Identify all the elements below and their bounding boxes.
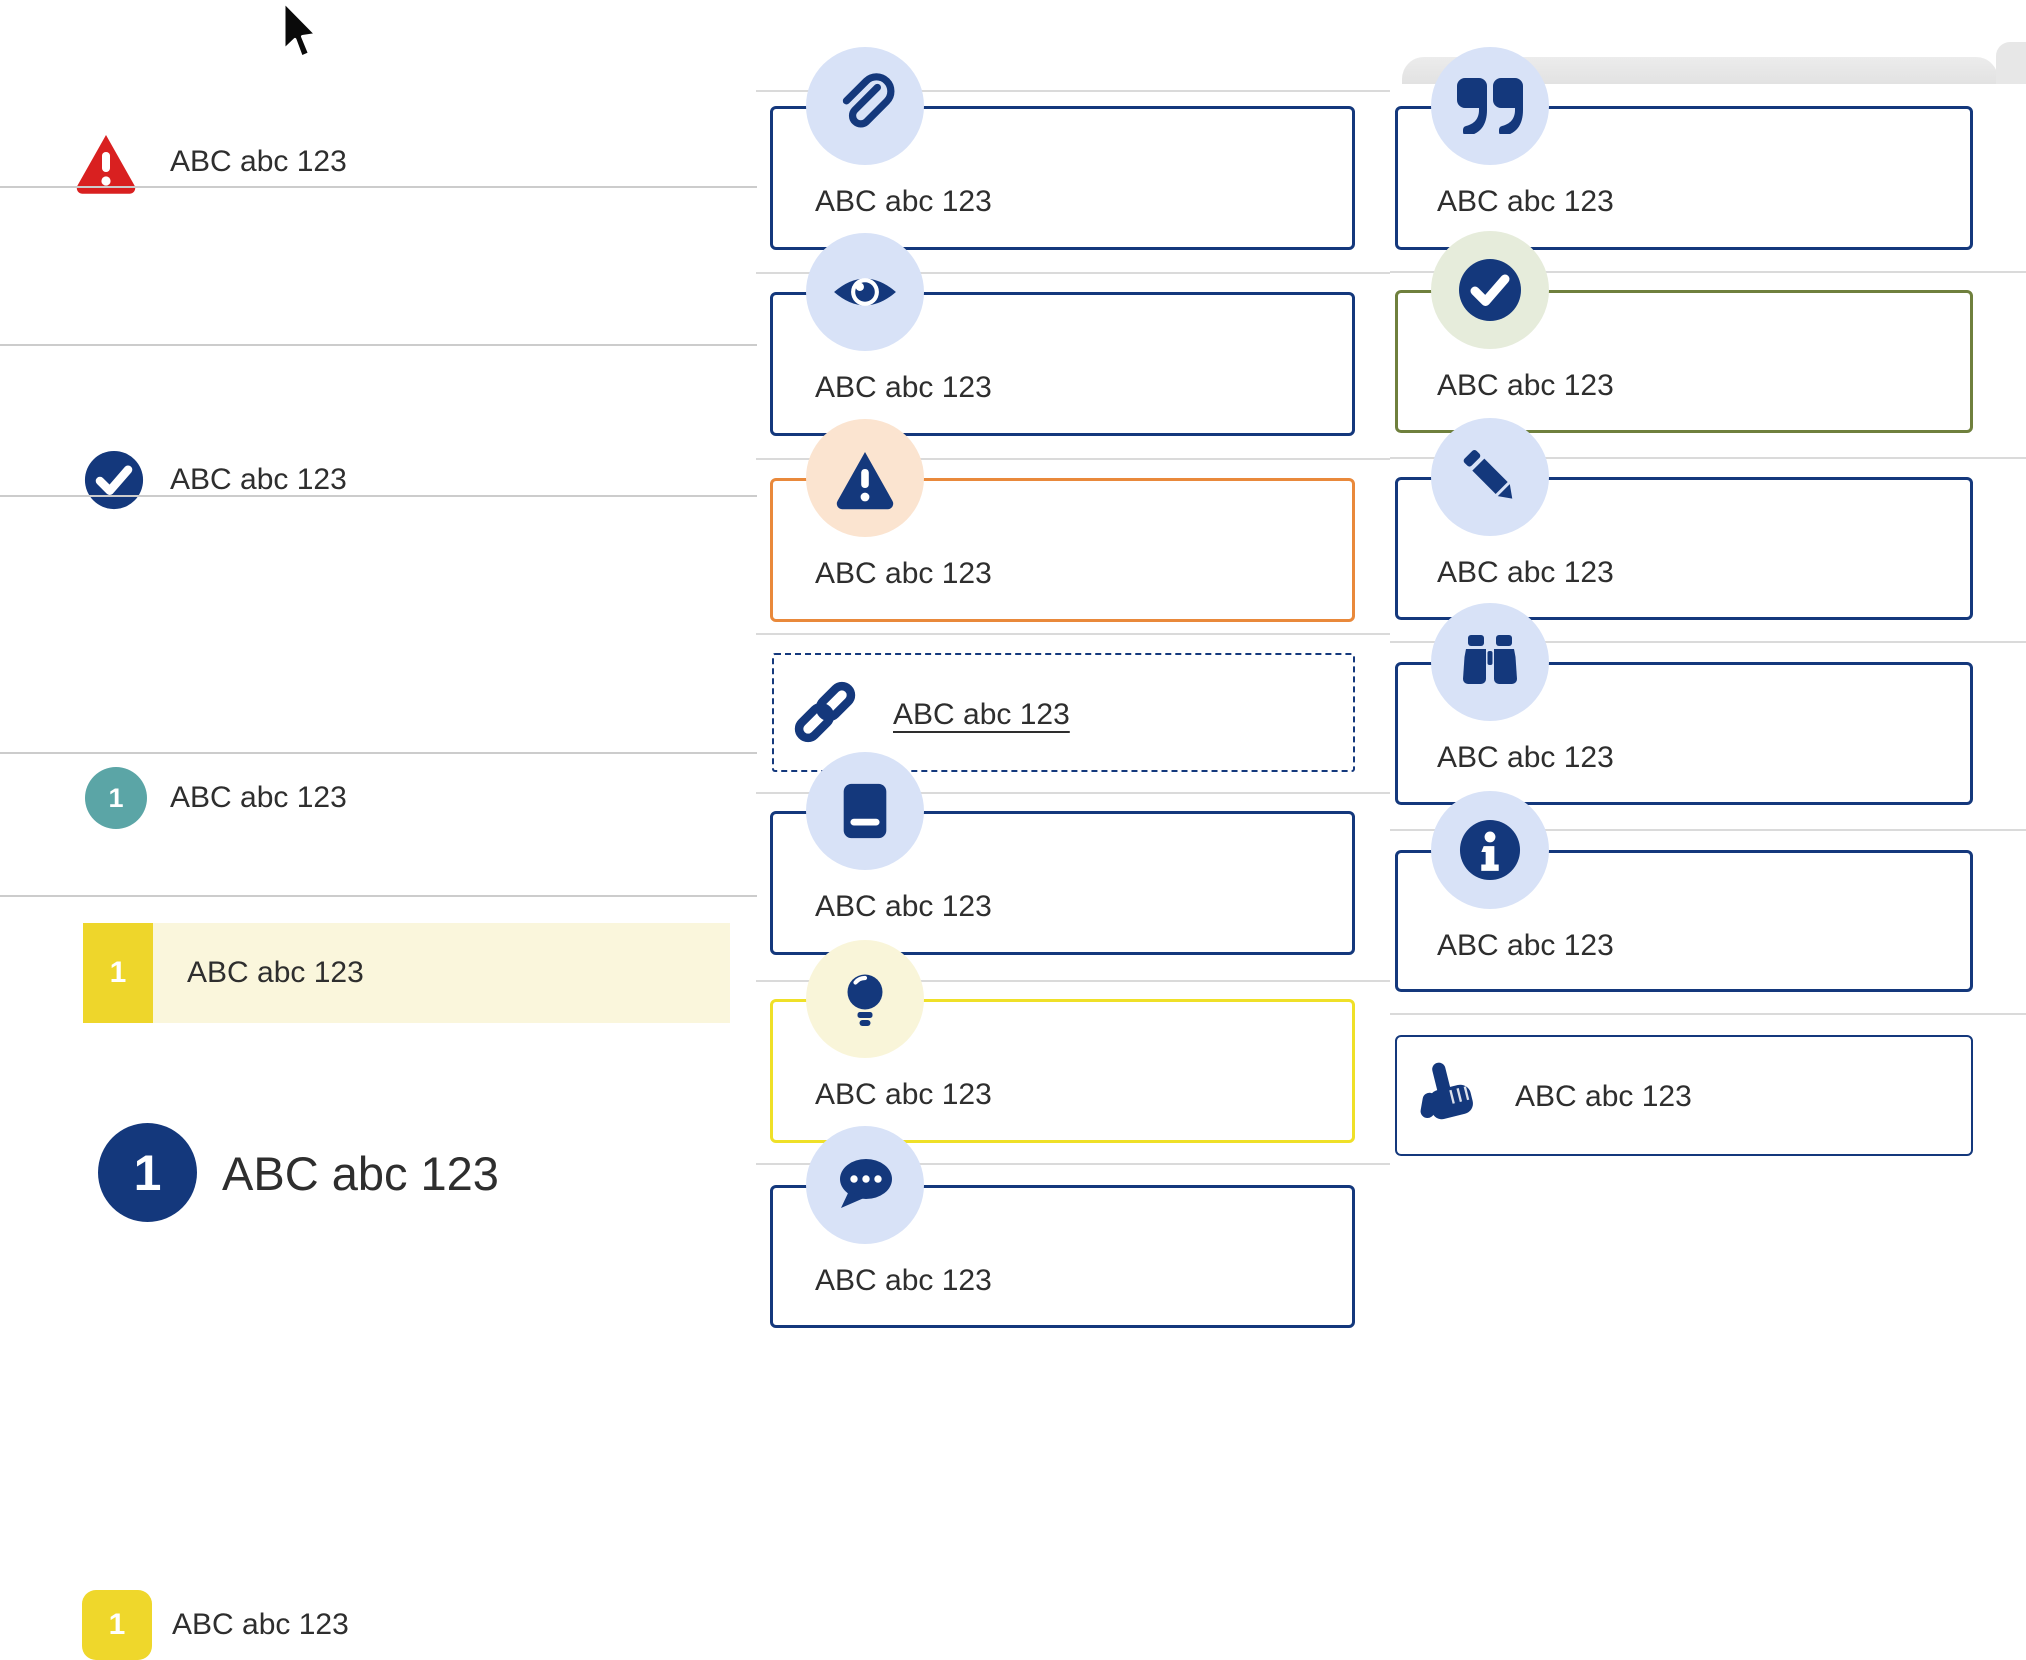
- lightbulb-icon: [806, 940, 924, 1058]
- row-separator: [756, 792, 1390, 794]
- list-item-highlighted[interactable]: 1 ABC abc 123: [0, 923, 757, 1023]
- row-separator: [1390, 829, 2026, 831]
- section-heading-label: ABC abc 123: [222, 1147, 499, 1200]
- card-label: ABC abc 123: [1437, 556, 1614, 589]
- list-item-numbered: 1 ABC abc 123: [0, 374, 757, 829]
- card-label: ABC abc 123: [815, 557, 992, 590]
- number-badge: 1: [85, 767, 147, 829]
- card-label: ABC abc 123: [1437, 741, 1614, 774]
- number-badge: 1: [83, 923, 153, 1023]
- card-label: ABC abc 123: [1437, 369, 1614, 402]
- section-heading: 1 ABC abc 123: [0, 556, 757, 1222]
- card-label: ABC abc 123: [1515, 1080, 1692, 1113]
- card-label: ABC abc 123: [1437, 929, 1614, 962]
- divider: [0, 752, 757, 754]
- list-item-numbered: 1 ABC abc 123: [0, 790, 757, 1660]
- list-item-label: ABC abc 123: [172, 1608, 349, 1641]
- card-label: ABC abc 123: [815, 1078, 992, 1111]
- row-separator: [756, 90, 1390, 92]
- check-circle-icon: [1431, 231, 1549, 349]
- list-item-label: ABC abc 123: [187, 956, 364, 989]
- binoculars-icon: [1431, 603, 1549, 721]
- warning-triangle-icon: [806, 419, 924, 537]
- paperclip-icon: [806, 47, 924, 165]
- callout-card-action: [1395, 1035, 1973, 1156]
- list-item-check: ABC abc 123: [0, 215, 757, 510]
- card-label: ABC abc 123: [815, 1264, 992, 1297]
- callout-card-attachment: [770, 106, 1355, 250]
- divider: [0, 495, 757, 497]
- mouse-cursor-icon: [281, 0, 325, 69]
- book-icon: [806, 752, 924, 870]
- row-separator: [756, 272, 1390, 274]
- list-item-alert: ABC abc 123: [0, 56, 757, 194]
- card-label: ABC abc 123: [815, 890, 992, 923]
- check-circle-icon: [84, 450, 144, 515]
- card-label: ABC abc 123: [1437, 185, 1614, 218]
- number-badge: 1: [98, 1123, 197, 1222]
- row-separator: [1390, 271, 2026, 273]
- hand-pointer-icon: [1414, 1058, 1482, 1135]
- row-separator: [1390, 457, 2026, 459]
- eye-icon: [806, 233, 924, 351]
- card-label: ABC abc 123: [815, 371, 992, 404]
- pencil-icon: [1431, 418, 1549, 536]
- row-separator: [756, 458, 1390, 460]
- row-separator: [756, 633, 1390, 635]
- row-separator: [756, 980, 1390, 982]
- divider: [0, 344, 757, 346]
- quote-icon: [1431, 47, 1549, 165]
- info-circle-icon: [1431, 791, 1549, 909]
- divider: [0, 186, 757, 188]
- list-item-label: ABC abc 123: [170, 781, 347, 814]
- highlight-background: [153, 923, 730, 1023]
- divider: [0, 895, 757, 897]
- list-item-label: ABC abc 123: [170, 463, 347, 496]
- link-icon: [791, 678, 859, 751]
- card-link-label[interactable]: ABC abc 123: [893, 698, 1070, 731]
- row-separator: [756, 1163, 1390, 1165]
- card-label: ABC abc 123: [815, 185, 992, 218]
- list-item-label: ABC abc 123: [170, 145, 347, 178]
- row-separator: [1390, 641, 2026, 643]
- number-badge: 1: [82, 1590, 152, 1660]
- warning-triangle-icon: [74, 130, 138, 199]
- row-separator: [1390, 1013, 2026, 1015]
- panel-scroll-corner[interactable]: [1996, 42, 2026, 84]
- chat-bubble-icon: [806, 1126, 924, 1244]
